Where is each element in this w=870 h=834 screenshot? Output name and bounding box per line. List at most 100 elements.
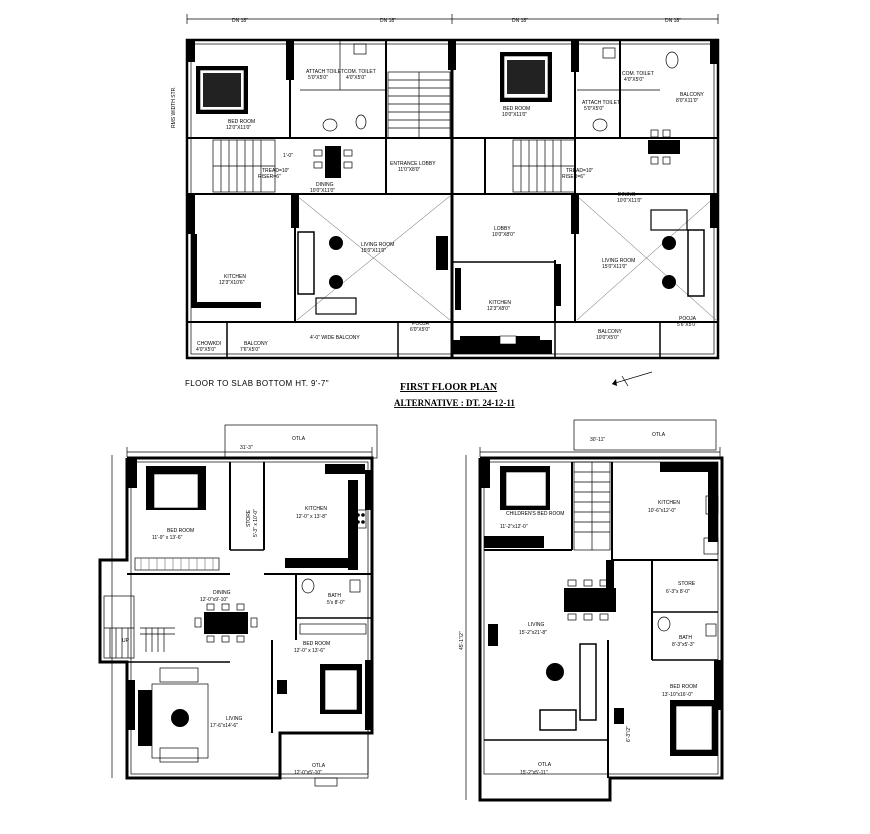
- dining-table-icon: [564, 579, 616, 621]
- dimension-label: 31'-3": [240, 445, 253, 451]
- room-name: CHILDREN'S BED ROOM: [506, 511, 564, 517]
- room-dim: 12'-0" x 13'-6": [294, 648, 325, 654]
- bed-icon: [320, 664, 362, 714]
- room-name: BALCONY: [244, 341, 269, 347]
- room-name: ATTACH TOILET: [582, 100, 620, 106]
- left-floor-plan: 31'-3" OTLA: [98, 424, 378, 787]
- side-label: RMS WIDTH STR.: [171, 86, 177, 128]
- room-dim: 13'-10"x16'-0": [662, 692, 693, 698]
- room-name: DINING: [213, 590, 231, 596]
- plan-subtitle: ALTERNATIVE : DT. 24-12-11: [394, 398, 515, 408]
- room-name: ATTACH TOILET: [306, 69, 344, 75]
- bed-icon: [500, 52, 552, 102]
- room-name: OTLA: [312, 763, 326, 769]
- room-dim: 15'-2"x21'-8": [519, 630, 547, 636]
- room-name: BED ROOM: [670, 684, 697, 690]
- room-dim: 10'0"X11'0": [502, 112, 527, 118]
- road-label: DN 18": [665, 18, 681, 24]
- bed-icon: [670, 700, 718, 756]
- plan-title: FIRST FLOOR PLAN: [400, 382, 498, 393]
- stair-riser: RISER=6": [258, 174, 281, 180]
- room-dim: 12'3"X10'6": [219, 280, 245, 286]
- room-dim: 5'-3" x 10'-0": [253, 509, 259, 537]
- room-dim: 10'0"X11'0": [617, 198, 642, 204]
- room-dim: 12'-0" x 13'-8": [296, 514, 327, 520]
- room-dim: 6'0"X5'0": [410, 327, 430, 333]
- room-name: CHOWKDI: [197, 341, 221, 347]
- stair-riser: RISER=6": [562, 174, 585, 180]
- room-dim: 10'-6"x12'-0": [648, 508, 676, 514]
- room-dim: 4'0"X5'0": [346, 75, 366, 81]
- room-name: BED ROOM: [503, 106, 530, 112]
- room-dim: 7'6"X5'0": [240, 347, 260, 353]
- stair-tread: TREAD=10": [566, 168, 593, 174]
- room-name: BALCONY: [598, 329, 623, 335]
- dining-table-icon: [313, 146, 353, 178]
- dimension-label: 45'-1"/2": [459, 631, 465, 650]
- room-name: LIVING: [226, 716, 243, 722]
- room-name: COM. TOILET: [344, 69, 376, 75]
- room-name: LIVING ROOM: [361, 242, 394, 248]
- room-name: KITCHEN: [224, 274, 246, 280]
- room-dim: 11'-9" x 13'-6": [152, 535, 183, 541]
- room-dim: 4'0"X5'0": [624, 77, 644, 83]
- room-name: KITCHEN: [305, 506, 327, 512]
- room-name: LOBBY: [494, 226, 511, 232]
- staircase: [212, 71, 576, 193]
- room-name: BATH: [679, 635, 692, 641]
- room-dim: 5'0"X5'0": [308, 75, 328, 81]
- room-dim: 17'-6"x14'-6": [210, 723, 238, 729]
- room-dim: 12'3"X8'0": [487, 306, 510, 312]
- right-floor-plan: 30'-11" OTLA 45'-1"/2": [459, 419, 724, 802]
- room-name: BED ROOM: [167, 528, 194, 534]
- room-name: KITCHEN: [658, 500, 680, 506]
- room-name: LIVING: [528, 622, 545, 628]
- road-label: DN 18": [232, 18, 248, 24]
- room-dim: 4'0"X5'0": [196, 347, 216, 353]
- room-name: DINING: [316, 182, 334, 188]
- top-floor-plan: DN 18" DN 18" DN 18" DN 18" RMS WIDTH ST…: [171, 14, 720, 360]
- room-dim: 12'-0"x9'-10": [200, 597, 228, 603]
- room-dim: 10'0"X5'0": [596, 335, 619, 341]
- otla-label: OTLA: [652, 432, 666, 438]
- room-dim: 6'-3"x 8'-0": [666, 589, 690, 595]
- room-name: BED ROOM: [303, 641, 330, 647]
- dimension-label: 6'-3"/2": [626, 726, 632, 742]
- dimension-label: 30'-11": [590, 437, 605, 443]
- room-name: POOJA: [679, 316, 697, 322]
- room-name: COM. TOILET: [622, 71, 654, 77]
- bed-icon: [146, 466, 206, 510]
- floor-height-note: FLOOR TO SLAB BOTTOM HT. 9'-7": [185, 379, 329, 388]
- room-name: LIVING ROOM: [602, 258, 635, 264]
- room-dim: 11'-2"x12'-0": [500, 524, 528, 530]
- room-dim: 15'0"X11'0": [602, 264, 627, 270]
- room-name: STORE: [246, 509, 252, 527]
- room-dim: 12'-0"x5'-10": [294, 770, 322, 776]
- road-label: DN 18": [512, 18, 528, 24]
- room-dim: 8'-3"x5'-3": [672, 642, 695, 648]
- room-name: DINING: [618, 192, 636, 198]
- road-label: DN 18": [380, 18, 396, 24]
- dining-table-icon: [648, 129, 680, 165]
- stair-up-label: UP: [122, 638, 130, 644]
- room-name: STORE: [678, 581, 696, 587]
- room-dim: 12'0"X11'0": [226, 125, 251, 131]
- room-name: BALCONY: [680, 92, 705, 98]
- north-arrow-icon: [611, 371, 653, 387]
- bed-icon: [500, 466, 550, 510]
- room-name: OTLA: [538, 762, 552, 768]
- room-dim: 11'0"X8'0": [398, 167, 421, 173]
- room-name: BED ROOM: [228, 119, 255, 125]
- spacing-dim: 1'-0": [283, 153, 293, 159]
- room-name: BATH: [328, 593, 341, 599]
- room-dim: 15'-2"x5'-11": [520, 770, 548, 776]
- stair-tread: TREAD=10": [262, 168, 289, 174]
- room-dim: 5'0"X5'0": [584, 106, 604, 112]
- room-dim: 10'0"X11'0": [310, 188, 335, 194]
- room-dim: 10'0"X8'0": [492, 232, 515, 238]
- room-dim: 15'0"X11'0": [361, 248, 386, 254]
- room-name: KITCHEN: [489, 300, 511, 306]
- room-dim: 5'6"X5'0": [677, 322, 697, 328]
- room-dim: 8'0"X11'0": [676, 98, 699, 104]
